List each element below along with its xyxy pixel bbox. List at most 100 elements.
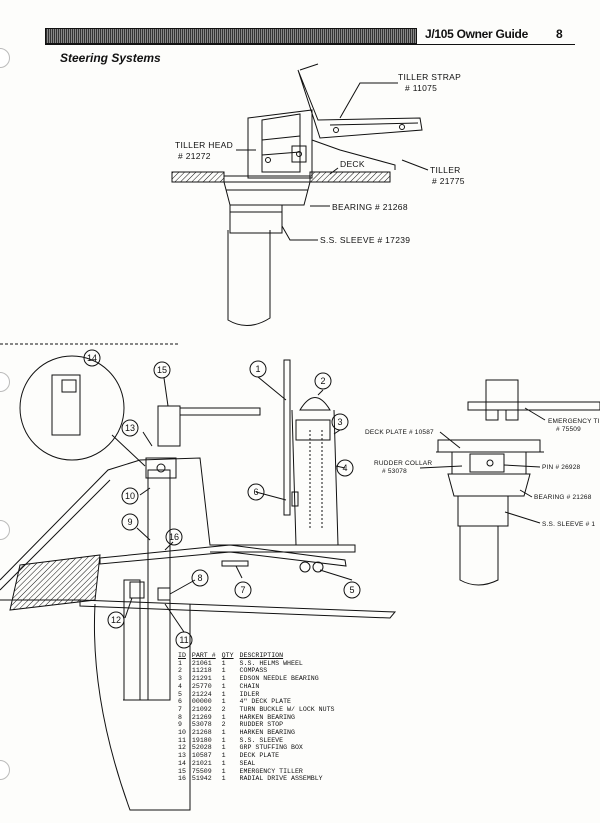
cell-qty: 2 (221, 721, 226, 729)
callout-6: 6 (253, 487, 258, 497)
header-shaded-bar (45, 28, 417, 44)
radial-drive-shape (99, 544, 347, 567)
callout-15: 15 (157, 365, 167, 375)
rudder-collar-shape (451, 451, 527, 475)
cell-id: 14 (178, 759, 186, 767)
hull-bottom (79, 599, 397, 619)
cell-id: 8 (178, 713, 182, 721)
label-tiller-head: TILLER HEAD (175, 140, 233, 150)
emergency-tiller-drawing (419, 379, 600, 586)
header-rule (45, 44, 575, 45)
cell-qty: 1 (221, 736, 226, 744)
rudder-post-lower (147, 469, 171, 701)
label-ss-sleeve: S.S. SLEEVE # 17239 (320, 235, 410, 245)
cell-part: 52028 (191, 744, 212, 752)
cell-id: 11 (178, 736, 186, 744)
cell-description: S.S. SLEEVE (239, 736, 284, 744)
cell-qty: 1 (221, 729, 226, 737)
hatched-core (9, 554, 101, 611)
label-emergency-tiller: EMERGENCY TI (548, 418, 600, 425)
cell-part: 21021 (191, 759, 212, 767)
document-title: J/105 Owner Guide (425, 27, 528, 41)
callout-2: 2 (320, 376, 325, 386)
cell-qty: 1 (221, 675, 226, 683)
cell-qty: 1 (221, 682, 226, 690)
callout-12: 12 (111, 615, 121, 625)
table-row: 11 19180 1 S.S. SLEEVE (178, 737, 341, 745)
callout-13: 13 (125, 423, 135, 433)
callout-4: 4 (342, 463, 347, 473)
cell-id: 6 (178, 698, 182, 706)
label-emergency-bearing: BEARING # 21268 (534, 494, 592, 501)
cell-description: IDLER (239, 690, 260, 698)
cell-id: 15 (178, 767, 186, 775)
cell-qty: 1 (221, 775, 226, 783)
ss-sleeve-shape (229, 204, 283, 234)
cockpit-sole (0, 457, 356, 581)
column-header-id: ID (178, 652, 186, 659)
cell-part: 21268 (191, 729, 212, 737)
cell-part: 19180 (191, 736, 212, 744)
label-tiller-strap: TILLER STRAP (398, 72, 461, 82)
cell-description: SEAL (239, 759, 256, 767)
cell-part: 21224 (191, 690, 212, 698)
cell-id: 9 (178, 721, 182, 729)
tiller-assembly-drawing (171, 63, 429, 326)
parts-table-header: ID PART # QTY DESCRIPTION (178, 652, 341, 660)
deck-right (309, 171, 391, 183)
pedestal (291, 409, 339, 546)
cell-part: 11218 (191, 667, 212, 675)
emergency-tiller-head (485, 379, 519, 421)
cell-id: 10 (178, 729, 186, 737)
column-header-qty: QTY (221, 652, 234, 659)
cell-description: CHAIN (239, 682, 260, 690)
callout-7: 7 (240, 585, 245, 595)
cell-description: EMERGENCY TILLER (239, 767, 303, 775)
label-tiller-head-part: # 21272 (178, 151, 211, 161)
cell-id: 16 (178, 775, 186, 783)
callout-3: 3 (337, 417, 342, 427)
callout-8: 8 (197, 573, 202, 583)
rudder-blade (93, 603, 191, 811)
cell-qty: 1 (221, 659, 226, 667)
cell-part: 21269 (191, 713, 212, 721)
cell-id: 1 (178, 659, 182, 667)
rudder-post (227, 230, 271, 326)
label-emergency-ss-sleeve: S.S. SLEEVE # 1 (542, 521, 595, 528)
idler (299, 561, 311, 573)
cell-qty: 1 (221, 713, 226, 721)
cell-id: 7 (178, 705, 182, 713)
label-deck: DECK (340, 159, 365, 169)
cell-description: TURN BUCKLE W/ LOCK NUTS (239, 705, 335, 713)
label-rudder-collar: RUDDER COLLAR (374, 460, 432, 467)
deck-left (171, 171, 225, 183)
helms-wheel (283, 359, 291, 516)
cell-part: 75509 (191, 767, 212, 775)
cell-description: HARKEN BEARING (239, 729, 295, 737)
bearing-shape (223, 181, 311, 206)
callout-bubbles (83, 349, 361, 649)
cell-description: GRP STUFFING BOX (239, 744, 303, 752)
callout-9: 9 (127, 517, 132, 527)
cell-part: 21291 (191, 675, 212, 683)
cell-description: COMPASS (239, 667, 268, 675)
cell-part: 10587 (191, 752, 212, 760)
cell-description: RUDDER STOP (239, 721, 284, 729)
cell-part: 51942 (191, 775, 212, 783)
cell-part: 25770 (191, 682, 212, 690)
cell-part: 21092 (191, 705, 212, 713)
callout-11: 11 (179, 635, 188, 645)
